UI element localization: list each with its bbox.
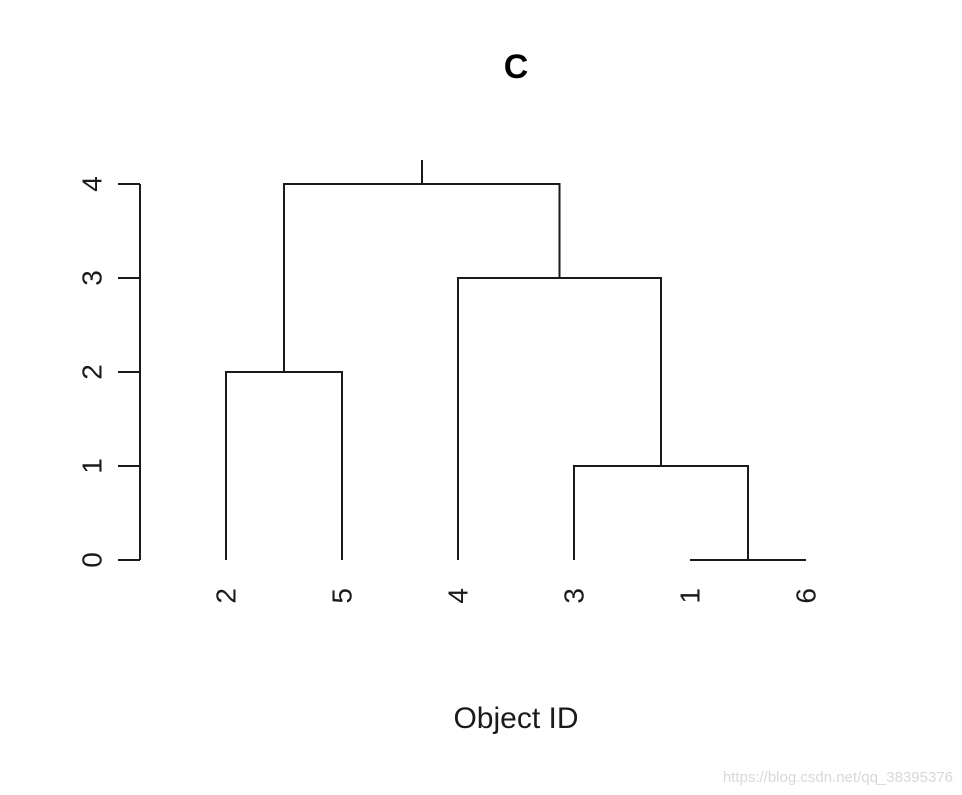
y-tick-label: 4 <box>77 176 108 192</box>
leaf-label: 3 <box>559 588 590 604</box>
x-axis-label: Object ID <box>453 702 578 735</box>
dendrogram-link <box>225 371 343 560</box>
dendrogram-link <box>457 277 662 560</box>
y-axis: 0 1 2 3 4 <box>77 176 141 568</box>
leaf-label: 4 <box>443 588 474 604</box>
leaf-label: 2 <box>211 588 242 604</box>
y-tick-label: 1 <box>77 458 108 474</box>
y-tick-label: 2 <box>77 364 108 380</box>
leaf-labels: 2 5 4 3 1 6 <box>211 588 822 604</box>
leaf-label: 5 <box>327 588 358 604</box>
dendrogram-link <box>573 465 749 560</box>
leaf-label: 1 <box>675 588 706 604</box>
chart-title: C <box>504 48 529 86</box>
leaf-label: 6 <box>791 588 822 604</box>
watermark: https://blog.csdn.net/qq_38395376 <box>723 769 953 786</box>
y-tick-label: 3 <box>77 270 108 286</box>
y-tick-label: 0 <box>77 552 108 568</box>
dendrogram-links <box>225 160 806 561</box>
